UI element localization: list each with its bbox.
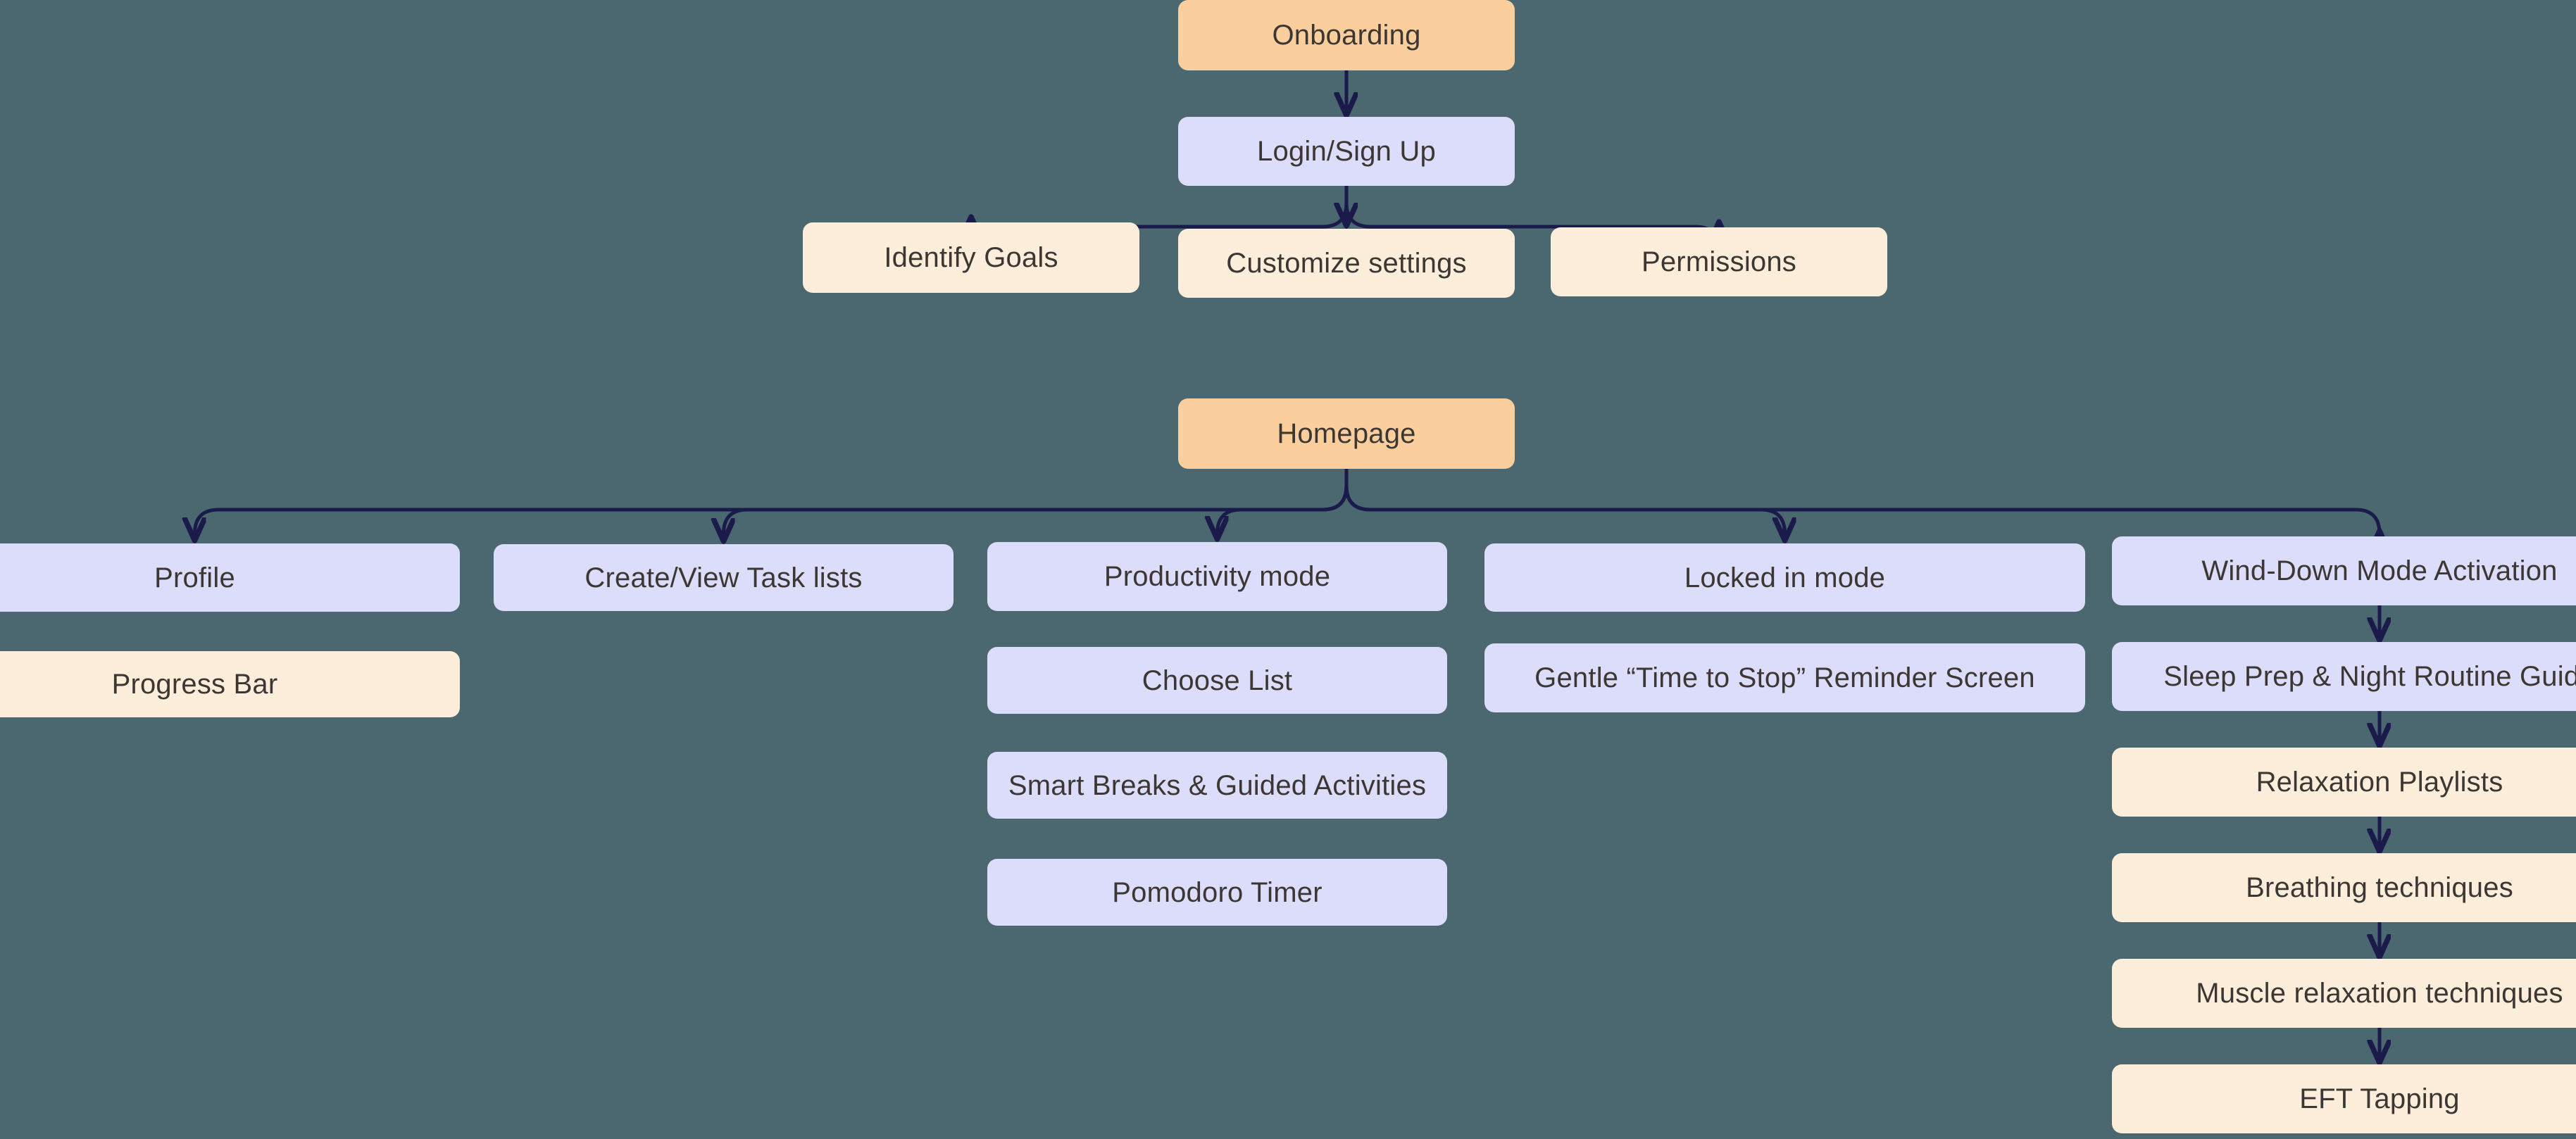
- node-label: Smart Breaks & Guided Activities: [1008, 769, 1427, 801]
- node-label: Identify Goals: [884, 242, 1058, 273]
- node-label: Gentle “Time to Stop” Reminder Screen: [1534, 662, 2035, 693]
- node-label: Permissions: [1641, 246, 1797, 277]
- node-smart-breaks[interactable]: Smart Breaks & Guided Activities: [987, 752, 1447, 819]
- node-identify-goals[interactable]: Identify Goals: [803, 222, 1139, 293]
- edge-homepage-to-wind-down-mode: [1344, 467, 2380, 534]
- node-label: EFT Tapping: [2299, 1083, 2460, 1114]
- node-eft-tapping[interactable]: EFT Tapping: [2112, 1064, 2576, 1133]
- edge-homepage-to-create-view-tasks: [724, 467, 1349, 540]
- node-profile[interactable]: Profile: [0, 543, 460, 612]
- node-permissions[interactable]: Permissions: [1551, 227, 1887, 296]
- node-create-view-tasks[interactable]: Create/View Task lists: [494, 544, 954, 611]
- node-label: Choose List: [1142, 665, 1293, 696]
- edge-homepage-to-productivity-mode: [1218, 467, 1349, 538]
- node-muscle-relaxation[interactable]: Muscle relaxation techniques: [2112, 959, 2576, 1028]
- node-choose-list[interactable]: Choose List: [987, 647, 1447, 714]
- node-label: Breathing techniques: [2246, 872, 2513, 903]
- node-label: Customize settings: [1226, 248, 1467, 279]
- node-locked-in-mode[interactable]: Locked in mode: [1484, 543, 2085, 612]
- node-wind-down-mode[interactable]: Wind-Down Mode Activation: [2112, 536, 2576, 605]
- node-customize-settings[interactable]: Customize settings: [1178, 229, 1515, 298]
- node-progress-bar[interactable]: Progress Bar: [0, 651, 460, 717]
- node-login-signup[interactable]: Login/Sign Up: [1178, 117, 1515, 186]
- node-sleep-prep-guide[interactable]: Sleep Prep & Night Routine Guide: [2112, 642, 2576, 711]
- node-label: Progress Bar: [111, 669, 278, 700]
- node-productivity-mode[interactable]: Productivity mode: [987, 542, 1447, 611]
- node-label: Muscle relaxation techniques: [2196, 978, 2563, 1009]
- node-gentle-reminder[interactable]: Gentle “Time to Stop” Reminder Screen: [1484, 643, 2085, 712]
- node-label: Create/View Task lists: [584, 562, 863, 593]
- node-label: Login/Sign Up: [1257, 136, 1436, 167]
- node-label: Pomodoro Timer: [1112, 876, 1323, 908]
- edge-homepage-to-profile: [195, 467, 1349, 539]
- node-label: Profile: [154, 562, 235, 593]
- edge-homepage-to-locked-in-mode: [1344, 467, 1785, 539]
- node-onboarding[interactable]: Onboarding: [1178, 0, 1515, 70]
- node-label: Relaxation Playlists: [2256, 767, 2503, 798]
- node-label: Onboarding: [1272, 20, 1421, 51]
- node-label: Wind-Down Mode Activation: [2201, 555, 2558, 586]
- node-label: Productivity mode: [1103, 561, 1331, 592]
- node-label: Homepage: [1277, 418, 1416, 449]
- node-label: Locked in mode: [1684, 562, 1886, 593]
- node-label: Sleep Prep & Night Routine Guide: [2163, 661, 2576, 692]
- node-pomodoro-timer[interactable]: Pomodoro Timer: [987, 859, 1447, 926]
- node-homepage[interactable]: Homepage: [1178, 398, 1515, 469]
- node-breathing-techniques[interactable]: Breathing techniques: [2112, 853, 2576, 922]
- node-relaxation-playlists[interactable]: Relaxation Playlists: [2112, 748, 2576, 817]
